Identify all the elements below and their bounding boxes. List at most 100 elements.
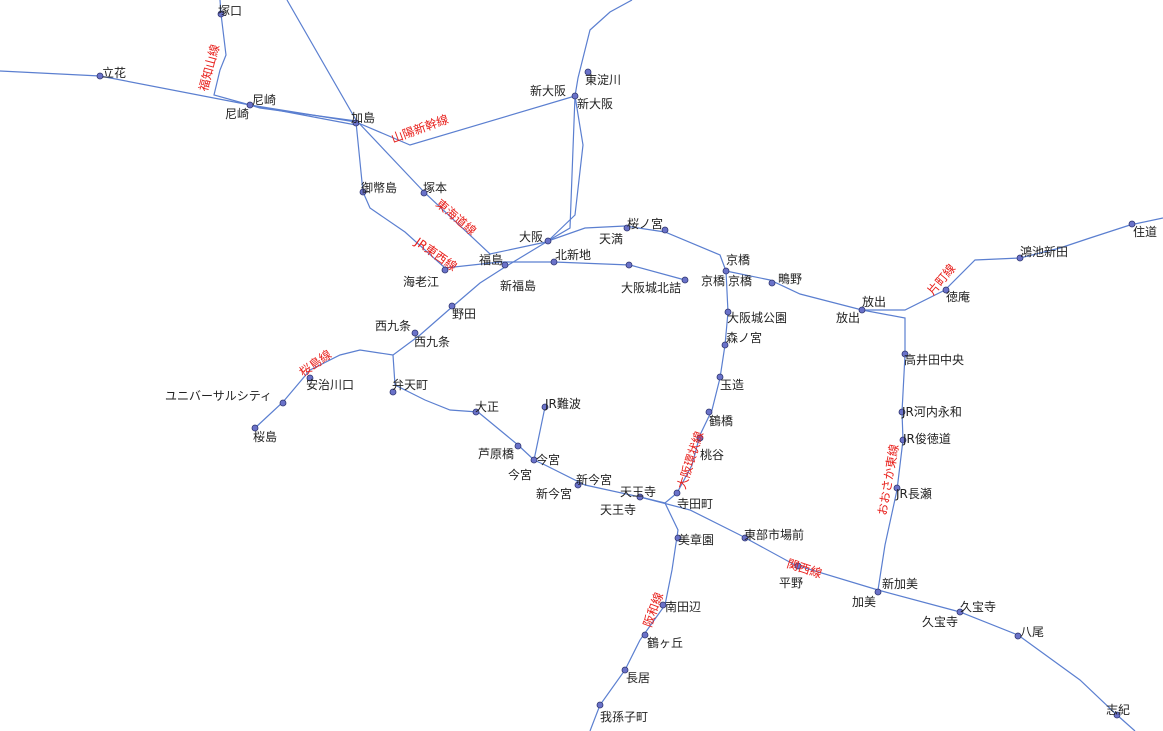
station-marker[interactable] — [550, 258, 558, 266]
station-label[interactable]: 西九条 — [414, 335, 450, 349]
station-marker[interactable] — [724, 308, 732, 316]
station-label[interactable]: 放出 — [862, 294, 886, 309]
station-label[interactable]: 新今宮 — [536, 486, 572, 501]
station-label[interactable]: 森ノ宮 — [726, 330, 762, 345]
station-marker[interactable] — [636, 493, 644, 501]
station-marker[interactable] — [942, 286, 950, 294]
station-label[interactable]: 新大阪 — [577, 96, 613, 111]
station-marker[interactable] — [96, 72, 104, 80]
station-marker[interactable] — [514, 442, 522, 450]
station-marker[interactable] — [705, 408, 713, 416]
station-label[interactable]: 鶴ヶ丘 — [647, 635, 683, 650]
station-marker[interactable] — [448, 302, 456, 310]
station-marker[interactable] — [722, 267, 730, 275]
station-label[interactable]: 鴻池新田 — [1020, 244, 1068, 259]
station-label[interactable]: 寺田町 — [677, 497, 713, 511]
station-label[interactable]: JR俊徳道 — [902, 431, 951, 446]
station-marker[interactable] — [411, 329, 419, 337]
station-label[interactable]: 弁天町 — [392, 377, 428, 392]
station-label[interactable]: 鶴橋 — [709, 413, 733, 428]
station-label[interactable]: ユニバーサルシティ — [165, 389, 272, 403]
station-label[interactable]: 福島 — [479, 252, 503, 267]
station-label[interactable]: 立花 — [102, 65, 126, 80]
station-marker[interactable] — [359, 188, 367, 196]
station-label[interactable]: 西九条 — [375, 319, 411, 333]
station-label[interactable]: 天満 — [599, 232, 623, 246]
station-label[interactable]: 高井田中央 — [904, 352, 964, 367]
station-label[interactable]: 加島 — [351, 110, 375, 125]
station-label[interactable]: 加美 — [852, 595, 876, 609]
station-marker[interactable] — [596, 701, 604, 709]
station-label[interactable]: 新福島 — [500, 278, 536, 293]
station-label[interactable]: 徳庵 — [946, 289, 970, 304]
station-label[interactable]: 安治川口 — [306, 377, 354, 392]
station-marker[interactable] — [623, 224, 631, 232]
station-label[interactable]: 志紀 — [1106, 703, 1130, 717]
station-marker[interactable] — [673, 489, 681, 497]
station-marker[interactable] — [246, 101, 254, 109]
station-marker[interactable] — [621, 666, 629, 674]
station-marker[interactable] — [625, 261, 633, 269]
station-marker[interactable] — [1128, 220, 1136, 228]
station-label[interactable]: JR河内永和 — [901, 405, 962, 419]
station-label[interactable]: 京橋 — [728, 274, 752, 288]
station-marker[interactable] — [899, 436, 907, 444]
station-marker[interactable] — [389, 388, 397, 396]
station-marker[interactable] — [901, 350, 909, 358]
station-marker[interactable] — [441, 266, 449, 274]
station-label[interactable]: 鴫野 — [778, 272, 802, 286]
station-marker[interactable] — [898, 408, 906, 416]
station-marker[interactable] — [306, 374, 314, 382]
station-label[interactable]: 住道 — [1133, 225, 1157, 239]
station-label[interactable]: 芦原橋 — [478, 447, 514, 461]
station-marker[interactable] — [674, 534, 682, 542]
station-label[interactable]: 塚口 — [218, 4, 242, 18]
station-marker[interactable] — [217, 10, 225, 18]
station-marker[interactable] — [721, 341, 729, 349]
station-label[interactable]: 我孫子町 — [600, 710, 648, 724]
station-marker[interactable] — [1014, 632, 1022, 640]
station-label[interactable]: 美章園 — [678, 532, 714, 547]
station-label[interactable]: 京橋 — [701, 274, 725, 288]
station-label[interactable]: 御幣島 — [361, 180, 397, 195]
station-marker[interactable] — [251, 424, 259, 432]
station-label[interactable]: 今宮 — [508, 467, 532, 482]
station-marker[interactable] — [541, 403, 549, 411]
station-marker[interactable] — [420, 189, 428, 197]
station-label[interactable]: 尼崎 — [252, 93, 276, 107]
station-label[interactable]: 桜島 — [253, 429, 277, 444]
station-marker[interactable] — [1113, 711, 1121, 719]
station-label[interactable]: JR難波 — [544, 396, 581, 411]
station-label[interactable]: 大正 — [475, 400, 499, 414]
station-label[interactable]: 北新地 — [555, 247, 591, 262]
station-marker[interactable] — [874, 588, 882, 596]
station-label[interactable]: 放出 — [836, 310, 860, 325]
station-label[interactable]: 新大阪 — [530, 83, 566, 98]
station-label[interactable]: 今宮 — [536, 452, 560, 467]
station-label[interactable]: 久宝寺 — [960, 600, 996, 614]
station-marker[interactable] — [571, 92, 579, 100]
station-label[interactable]: 海老江 — [403, 274, 439, 289]
station-marker[interactable] — [1016, 254, 1024, 262]
station-label[interactable]: 大阪城北詰 — [621, 280, 681, 295]
station-marker[interactable] — [956, 608, 964, 616]
station-label[interactable]: 桃谷 — [700, 447, 724, 462]
station-label[interactable]: 天王寺 — [620, 485, 656, 499]
station-label[interactable]: 野田 — [452, 307, 476, 321]
station-label[interactable]: 桜ノ宮 — [627, 216, 663, 231]
station-label[interactable]: 南田辺 — [665, 599, 701, 614]
station-label[interactable]: 玉造 — [720, 378, 744, 392]
station-marker[interactable] — [794, 562, 802, 570]
station-marker[interactable] — [768, 279, 776, 287]
station-label[interactable]: 塚本 — [423, 181, 447, 195]
station-marker[interactable] — [279, 399, 287, 407]
station-marker[interactable] — [741, 534, 749, 542]
station-marker[interactable] — [530, 456, 538, 464]
station-marker[interactable] — [681, 276, 689, 284]
station-marker[interactable] — [641, 631, 649, 639]
station-label[interactable]: 東淀川 — [585, 73, 621, 87]
station-label[interactable]: 平野 — [779, 576, 803, 590]
station-marker[interactable] — [574, 481, 582, 489]
station-label[interactable]: JR長瀬 — [895, 487, 932, 501]
station-marker[interactable] — [716, 373, 724, 381]
